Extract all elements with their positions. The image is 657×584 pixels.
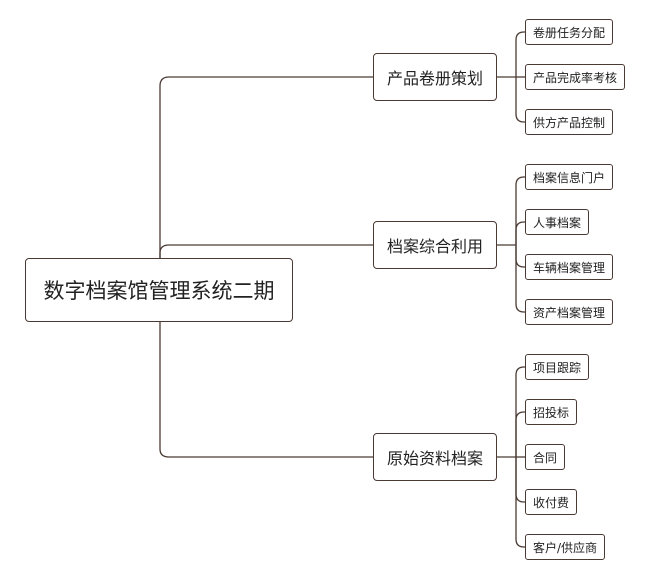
link-branch-3-leaf-2 — [515, 411, 525, 457]
link-root-branch-3 — [159, 322, 373, 458]
link-branch-1-leaf-3 — [515, 77, 525, 123]
root-topic-label: 数字档案馆管理系统二期 — [43, 279, 275, 303]
leaf-topic-label: 收付费 — [533, 495, 570, 510]
leaf-topic-label: 招投标 — [533, 405, 570, 420]
leaf-topic[interactable]: 收付费 — [525, 489, 578, 515]
link-root-branch-2 — [159, 244, 373, 258]
link-branch-2-leaf-4 — [515, 245, 525, 313]
leaf-topic[interactable]: 客户/供应商 — [525, 534, 606, 560]
link-branch-3-leaf-5 — [515, 457, 525, 548]
leaf-topic-label: 合同 — [533, 450, 558, 465]
branch-topic-3[interactable]: 原始资料档案 — [373, 433, 497, 481]
leaf-topic[interactable]: 卷册任务分配 — [525, 19, 614, 45]
link-root-branch-1 — [159, 76, 373, 258]
leaf-topic[interactable]: 档案信息门户 — [525, 164, 614, 190]
leaf-topic[interactable]: 产品完成率考核 — [525, 64, 626, 90]
leaf-topic[interactable]: 合同 — [525, 444, 566, 470]
leaf-topic[interactable]: 供方产品控制 — [525, 109, 614, 135]
leaf-topic-label: 客户/供应商 — [533, 540, 598, 555]
leaf-topic[interactable]: 招投标 — [525, 399, 578, 425]
leaf-topic[interactable]: 项目跟踪 — [525, 354, 590, 380]
root-topic[interactable]: 数字档案馆管理系统二期 — [25, 258, 293, 322]
branch-topic-label: 产品卷册策划 — [386, 69, 483, 88]
leaf-topic[interactable]: 车辆档案管理 — [525, 254, 614, 280]
leaf-topic-label: 卷册任务分配 — [533, 25, 606, 40]
link-branch-2-leaf-3 — [515, 245, 525, 268]
leaf-topic-label: 产品完成率考核 — [533, 70, 618, 85]
branch-topic-1[interactable]: 产品卷册策划 — [373, 53, 497, 101]
link-branch-1-leaf-1 — [515, 31, 525, 77]
leaf-topic-label: 项目跟踪 — [533, 360, 582, 375]
branch-topic-label: 档案综合利用 — [386, 237, 483, 256]
link-branch-3-leaf-1 — [515, 366, 525, 457]
link-branch-2-leaf-1 — [515, 176, 525, 245]
branch-topic-2[interactable]: 档案综合利用 — [373, 221, 497, 269]
leaf-topic[interactable]: 资产档案管理 — [525, 299, 614, 325]
leaf-topic[interactable]: 人事档案 — [525, 209, 590, 235]
link-branch-3-leaf-4 — [515, 457, 525, 503]
leaf-topic-label: 车辆档案管理 — [533, 260, 606, 275]
leaf-topic-label: 档案信息门户 — [533, 170, 606, 185]
link-branch-2-leaf-2 — [515, 221, 525, 245]
branch-topic-label: 原始资料档案 — [386, 449, 483, 468]
leaf-topic-label: 人事档案 — [533, 215, 582, 230]
leaf-topic-label: 供方产品控制 — [533, 115, 606, 130]
leaf-topic-label: 资产档案管理 — [533, 305, 606, 320]
